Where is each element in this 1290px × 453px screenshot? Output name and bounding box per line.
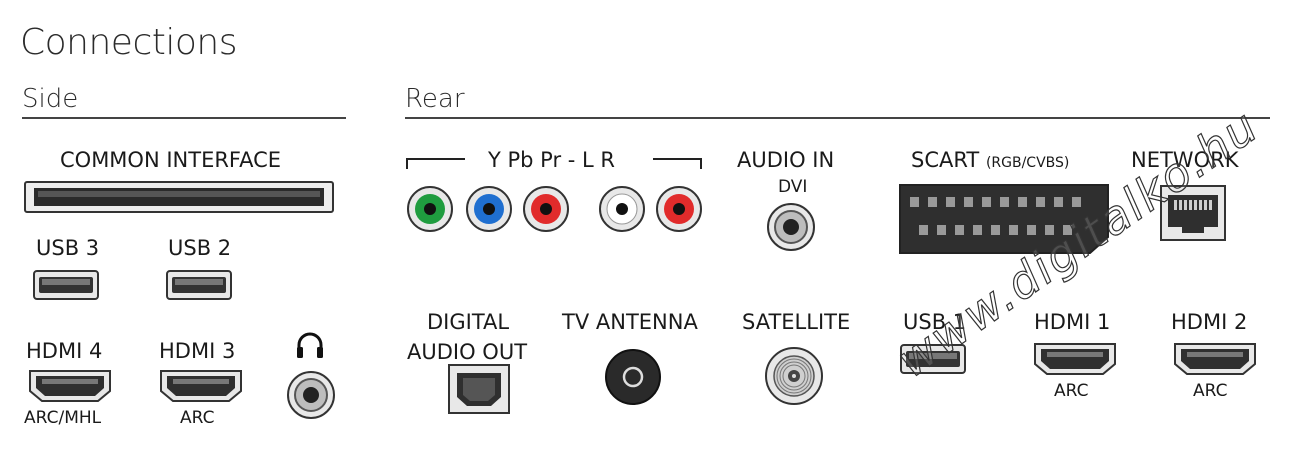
- headphone-icon: [297, 332, 323, 358]
- network-label: NETWORK: [1131, 148, 1239, 172]
- hdmi3-port[interactable]: [159, 369, 243, 403]
- scart-port[interactable]: [898, 183, 1110, 255]
- hdmi4-label: HDMI 4: [26, 339, 103, 363]
- audio-l-jack[interactable]: [599, 186, 645, 232]
- usb2-label: USB 2: [168, 236, 232, 260]
- side-divider: [22, 117, 346, 119]
- rear-divider: [405, 117, 1270, 119]
- common-interface-slot[interactable]: [24, 181, 334, 213]
- usb3-label: USB 3: [36, 236, 100, 260]
- hdmi4-port[interactable]: [28, 369, 112, 403]
- hdmi2-sublabel: ARC: [1193, 381, 1228, 401]
- y-jack[interactable]: [407, 186, 453, 232]
- hdmi1-port[interactable]: [1033, 342, 1117, 376]
- rear-heading: Rear: [405, 84, 465, 114]
- hdmi3-sublabel: ARC: [180, 408, 215, 428]
- pb-jack[interactable]: [466, 186, 512, 232]
- hdmi1-sublabel: ARC: [1054, 381, 1089, 401]
- side-heading: Side: [22, 84, 79, 114]
- component-jacks: [407, 186, 702, 232]
- hdmi2-label: HDMI 2: [1171, 310, 1248, 334]
- usb3-port[interactable]: [33, 270, 99, 300]
- usb1-label: USB 1: [903, 310, 967, 334]
- scart-label-main: SCART: [911, 148, 980, 172]
- network-port[interactable]: [1160, 185, 1226, 241]
- audio-in-label: AUDIO IN: [737, 148, 835, 172]
- common-interface-label: COMMON INTERFACE: [60, 148, 282, 172]
- page-title: Connections: [20, 22, 237, 63]
- hdmi3-label: HDMI 3: [159, 339, 236, 363]
- digital-audio-out-label-1: DIGITAL: [427, 310, 510, 334]
- hdmi4-sublabel: ARC/MHL: [24, 408, 102, 428]
- tv-antenna-port[interactable]: [604, 348, 662, 406]
- audio-r-jack[interactable]: [656, 186, 702, 232]
- hdmi2-port[interactable]: [1173, 342, 1257, 376]
- hdmi1-label: HDMI 1: [1034, 310, 1111, 334]
- component-label: Y Pb Pr - L R: [488, 148, 615, 172]
- scart-label-sub: (RGB/CVBS): [985, 155, 1070, 171]
- digital-audio-out-port[interactable]: [448, 364, 510, 414]
- satellite-port[interactable]: [764, 346, 824, 406]
- pr-jack[interactable]: [523, 186, 569, 232]
- component-bracket: [406, 158, 702, 169]
- digital-audio-out-label-2: AUDIO OUT: [407, 340, 528, 364]
- headphone-jack[interactable]: [286, 370, 336, 420]
- audio-in-jack[interactable]: [766, 202, 816, 252]
- scart-label: SCART (RGB/CVBS): [911, 148, 1069, 172]
- usb1-port[interactable]: [900, 344, 966, 374]
- satellite-label: SATELLITE: [742, 310, 851, 334]
- usb2-port[interactable]: [166, 270, 232, 300]
- tv-antenna-label: TV ANTENNA: [562, 310, 698, 334]
- audio-in-sublabel: DVI: [778, 177, 808, 197]
